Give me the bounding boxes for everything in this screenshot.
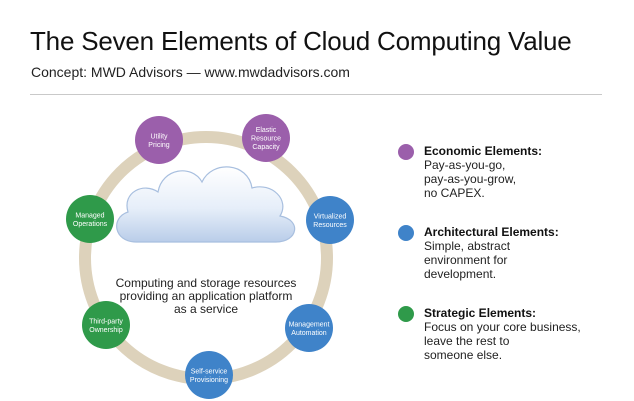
legend-heading: Strategic Elements: <box>424 306 537 320</box>
node-label-line: Management <box>289 321 330 328</box>
node-label-line: Managed <box>75 212 104 219</box>
node-circle <box>185 351 233 399</box>
node-label-line: Provisioning <box>190 377 228 384</box>
node-circle <box>135 116 183 164</box>
legend-heading: Architectural Elements: <box>424 225 559 239</box>
center-line-3: as a service <box>174 302 238 316</box>
node-circle <box>82 301 130 349</box>
page-title: The Seven Elements of Cloud Computing Va… <box>30 26 572 56</box>
node-label-line: Third-party <box>89 318 123 325</box>
legend-description: Focus on your core business, leave the r… <box>424 320 581 362</box>
node-label-line: Pricing <box>148 142 170 149</box>
cloud-icon <box>116 166 296 243</box>
node-label-line: Ownership <box>89 327 123 334</box>
legend-dot-strategic <box>398 306 414 322</box>
center-line-2: providing an application platform <box>120 289 293 303</box>
legend-item-strategic: Strategic Elements:Focus on your core bu… <box>398 306 628 368</box>
legend-dot-architectural <box>398 225 414 241</box>
node-label-line: Utility <box>150 133 168 140</box>
header-divider <box>30 94 602 95</box>
node-label-line: Capacity <box>252 144 280 151</box>
center-line-1: Computing and storage resources <box>116 276 297 290</box>
node-label-line: Resource <box>251 136 281 143</box>
legend-heading: Economic Elements: <box>424 144 543 158</box>
node-circle <box>66 195 114 243</box>
node-label-line: Elastic <box>256 127 277 134</box>
node-label-line: Virtualized <box>314 213 347 220</box>
node-circle <box>285 304 333 352</box>
legend-dot-economic <box>398 144 414 160</box>
node-label-line: Automation <box>291 330 327 337</box>
node-label-line: Resources <box>313 222 347 229</box>
node-circle <box>242 114 290 162</box>
legend-item-economic: Economic Elements:Pay-as-you-go, pay-as-… <box>398 144 628 206</box>
center-description: Computing and storage resourcesproviding… <box>116 276 297 316</box>
legend-item-architectural: Architectural Elements:Simple, abstract … <box>398 225 628 287</box>
node-label-line: Self-service <box>191 368 228 375</box>
page-subtitle: Concept: MWD Advisors — www.mwdadvisors.… <box>31 64 350 80</box>
node-circle <box>306 196 354 244</box>
legend-description: Simple, abstract environment for develop… <box>424 239 511 281</box>
legend-description: Pay-as-you-go, pay-as-you-grow, no CAPEX… <box>424 158 517 200</box>
node-label-line: Operations <box>73 221 108 228</box>
